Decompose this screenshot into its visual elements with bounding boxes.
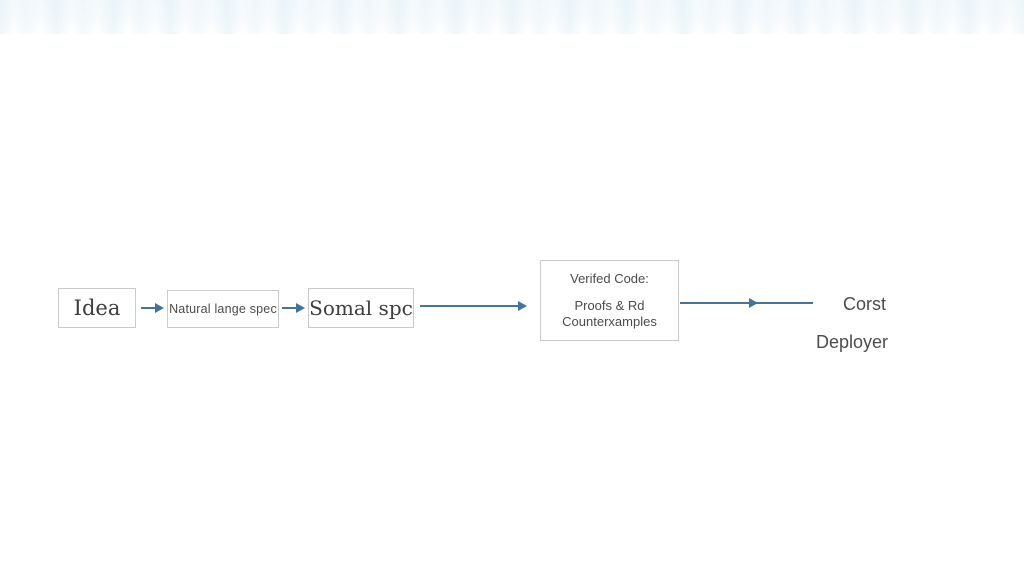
node-verified-code-line1: Proofs & Rd bbox=[574, 298, 645, 313]
arrowhead-icon bbox=[518, 301, 527, 311]
node-formal-spec-label: Somal spc bbox=[309, 296, 413, 320]
arrowhead-icon bbox=[296, 303, 305, 313]
node-verified-code: Verifed Code: Proofs & Rd Counterxamples bbox=[540, 260, 679, 341]
arrowhead-icon bbox=[749, 298, 758, 308]
node-idea-label: Idea bbox=[73, 296, 121, 320]
arrowhead-icon bbox=[155, 303, 164, 313]
node-verified-code-line2: Counterxamples bbox=[562, 314, 657, 329]
arrow-formal-to-verified bbox=[420, 305, 519, 307]
node-idea: Idea bbox=[58, 288, 136, 328]
output-label-deployer: Deployer bbox=[816, 332, 889, 352]
output-label-corst: Corst bbox=[843, 294, 887, 314]
node-verified-code-title: Verifed Code: bbox=[570, 271, 649, 286]
arrow-natural-to-formal bbox=[282, 307, 296, 309]
top-artifact-band bbox=[0, 0, 1024, 34]
node-formal-spec: Somal spc bbox=[308, 288, 414, 328]
arrow-idea-to-natural bbox=[141, 307, 155, 309]
node-natural-lang-spec: Natural lange spec bbox=[167, 290, 279, 328]
arrow-verified-to-output bbox=[680, 302, 813, 304]
node-natural-lang-spec-label: Natural lange spec bbox=[169, 302, 277, 316]
